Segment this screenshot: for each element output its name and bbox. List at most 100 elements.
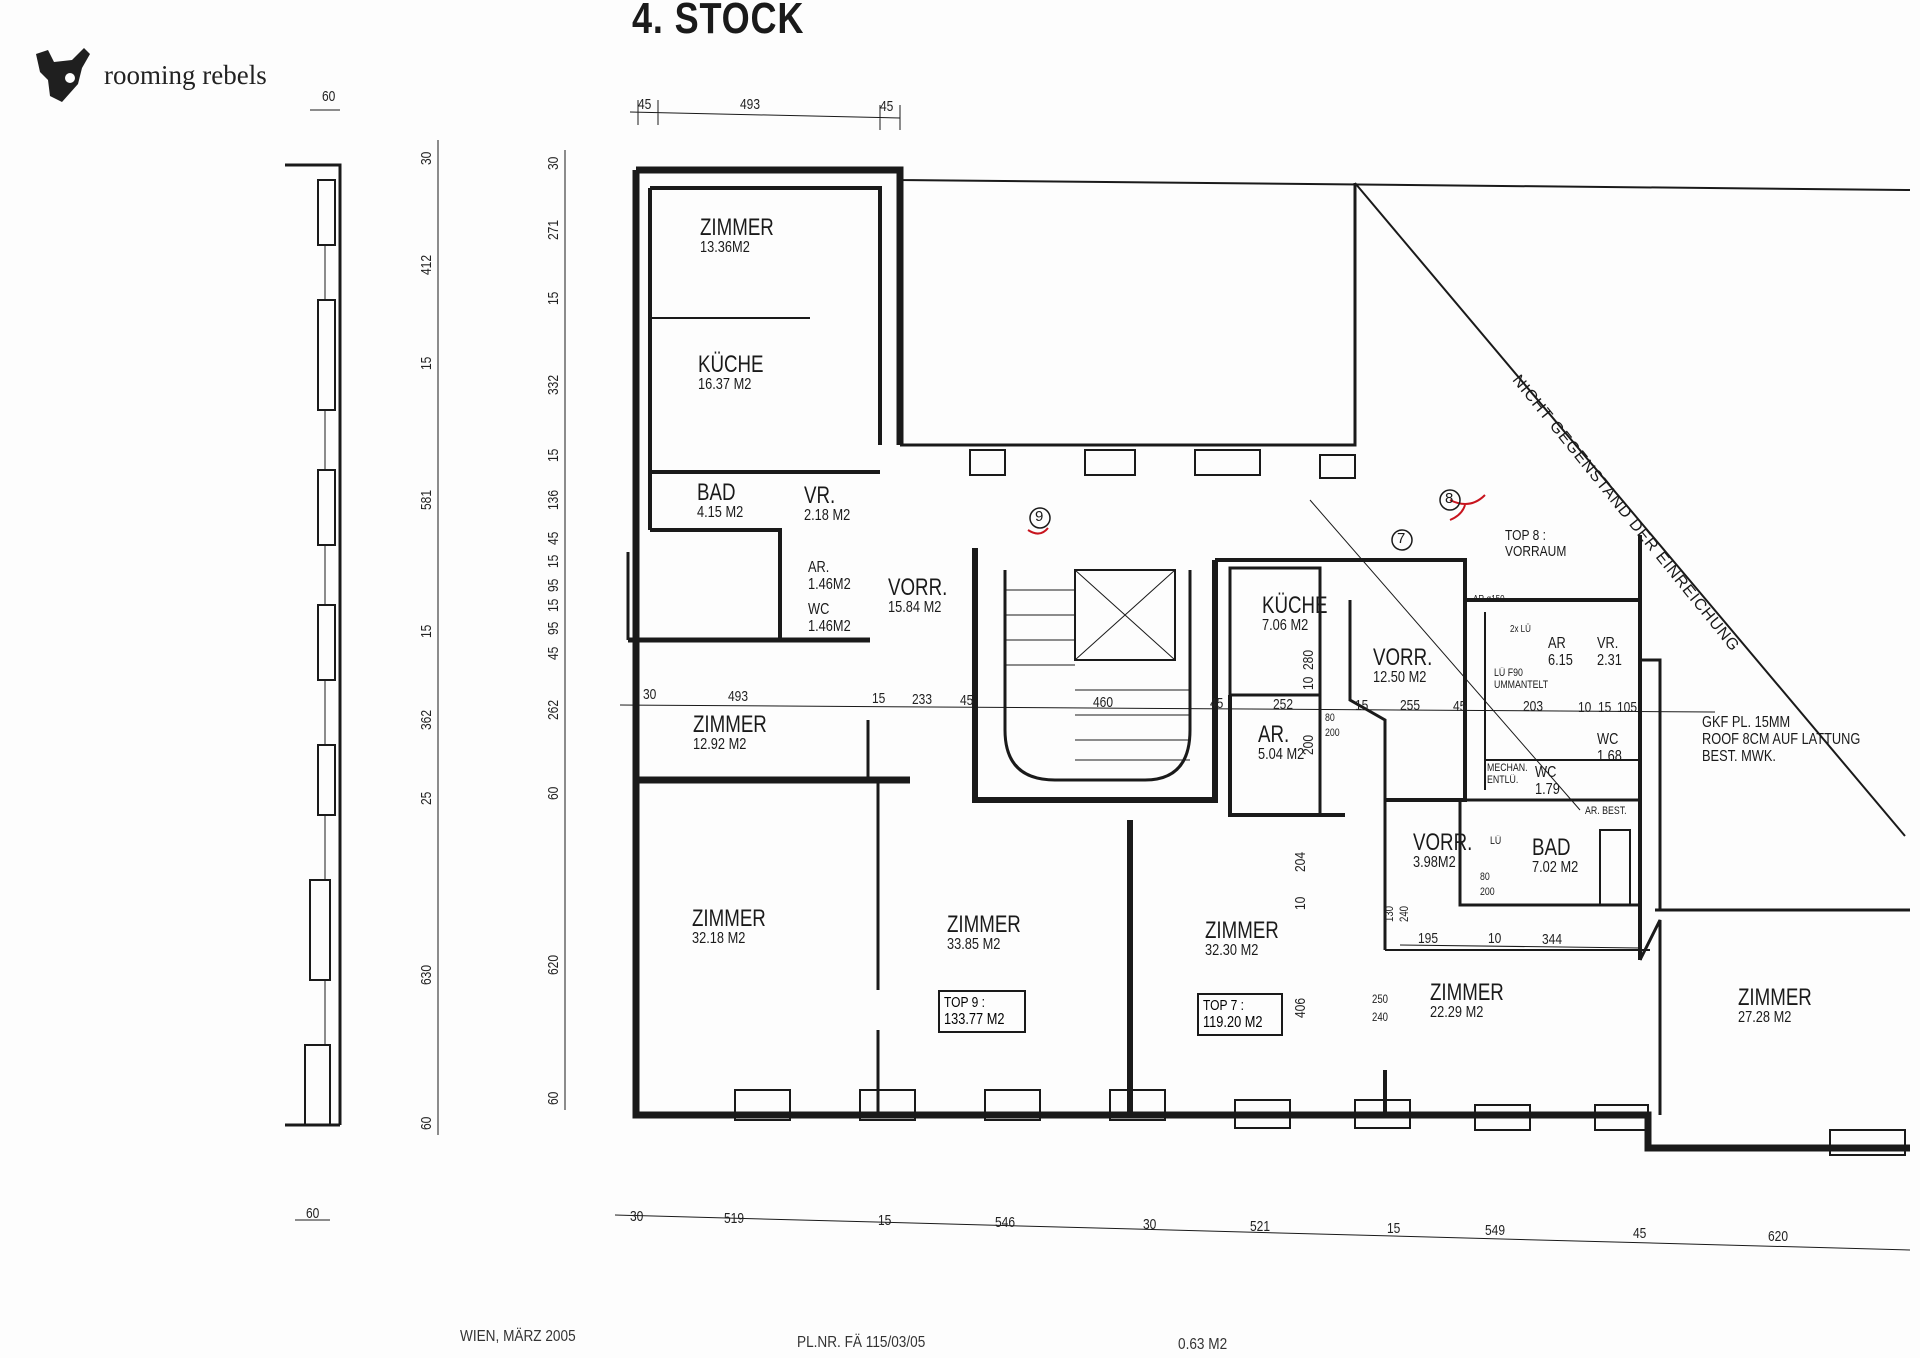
room-label: VORR.3.98M2 [1413,829,1473,872]
room-label: VORR.15.84 M2 [888,574,948,617]
room-label: AR.5.04 M2 [1258,721,1305,764]
dim-label: 45 [1633,1225,1647,1242]
dim-label: 15 [872,690,886,707]
dim-label: 60 [545,1091,562,1105]
dim-label: 30 [630,1208,644,1225]
dim-label: 581 [418,489,435,510]
dim-label: 250 [1372,992,1389,1006]
dim-label: 45 [880,98,894,115]
dim-label: 45 [545,531,562,545]
dim-label: 255 [1400,697,1421,714]
lu100-note: 2x LÜ [1510,624,1531,635]
floor-title: 4. STOCK [632,0,805,43]
dim-label: 15 [878,1212,892,1229]
dim-label: 45 [1210,695,1224,712]
dim-label: 10 [1292,896,1309,910]
dim-label: 546 [995,1214,1016,1231]
dim-label: 200 [1480,886,1495,898]
dim-label: 271 [545,219,562,240]
dim-label: 406 [1292,997,1309,1018]
dim-label: 95 [545,621,562,635]
dim-label: 45 [545,646,562,660]
room-label: AR.1.46M2 [808,559,851,593]
dim-label: 15 [545,448,562,462]
dim-label: 60 [418,1116,435,1130]
dim-label: 10 [1300,676,1317,690]
dim-label: 240 [1397,905,1411,922]
brand-logo[interactable]: rooming rebels [32,44,267,106]
dim-label: 240 [1372,1010,1389,1024]
ar150-note: AR ø150 [1473,594,1505,605]
dim-label: 519 [724,1210,745,1227]
dim-label: 10 [1488,930,1502,947]
dim-label: 549 [1485,1222,1506,1239]
dim-label: 45 [638,96,652,113]
dim-label: 10 [1578,699,1592,716]
dim-label: 620 [545,954,562,975]
dim-label: 493 [740,96,761,113]
dim-label: 252 [1273,696,1294,713]
dim-label: 30 [545,156,562,170]
unit-box-top7: TOP 7 :119.20 M2 [1197,993,1284,1036]
dim-label: 25 [418,791,435,805]
dim-label: 203 [1523,698,1544,715]
dim-label: 45 [1453,698,1467,715]
dim-label: 30 [643,686,657,703]
dim-label: 15 [545,598,562,612]
dim-label: 362 [418,709,435,730]
dim-label: 262 [545,699,562,720]
footer-plan-number: PL.NR. FÄ 115/03/05 [797,1334,926,1351]
dim-label: 45 [960,692,974,709]
brand-name: rooming rebels [104,59,267,90]
dim-label: 521 [1250,1218,1271,1235]
dim-label: 200 [1325,727,1340,739]
marker-9: 9 [1035,508,1044,525]
dim-label: 200 [1300,734,1317,755]
dim-label: 130 [1382,905,1396,922]
room-label: VR.2.31 [1597,635,1622,669]
dim-label: 620 [1768,1228,1789,1245]
marker-7: 7 [1397,530,1406,547]
footer-area: 0.63 M2 [1178,1336,1228,1353]
dim-label: 460 [1093,694,1114,711]
dim-label: 204 [1292,851,1309,872]
dim-label: 30 [418,151,435,165]
dim-label: 493 [728,688,749,705]
dim-label: 280 [1300,649,1317,670]
dim-label: 80 [1480,871,1490,883]
dim-label: 630 [418,964,435,985]
dim-label: 95 [545,578,562,592]
dim-label: 60 [306,1205,320,1222]
dim-label: 15 [418,356,435,370]
dim-label: 15 [545,554,562,568]
dim-label: 233 [912,691,933,708]
dog-logo-icon [36,48,90,102]
lu-note: LÜ [1490,835,1502,847]
unit-label-top8: TOP 8 :VORRAUM [1505,527,1567,560]
dim-label: 80 [1325,712,1335,724]
ar-best-note: AR. BEST. [1585,805,1627,817]
dim-label: 60 [545,786,562,800]
dim-label: 195 [1418,930,1439,947]
dim-label: 136 [545,489,562,510]
dim-label: 15 [1598,699,1612,716]
footer-city-date: WIEN, MÄRZ 2005 [460,1328,576,1345]
dim-label: 30 [1143,1216,1157,1233]
dim-label: 15 [1355,697,1369,714]
dim-label: 60 [322,88,336,105]
